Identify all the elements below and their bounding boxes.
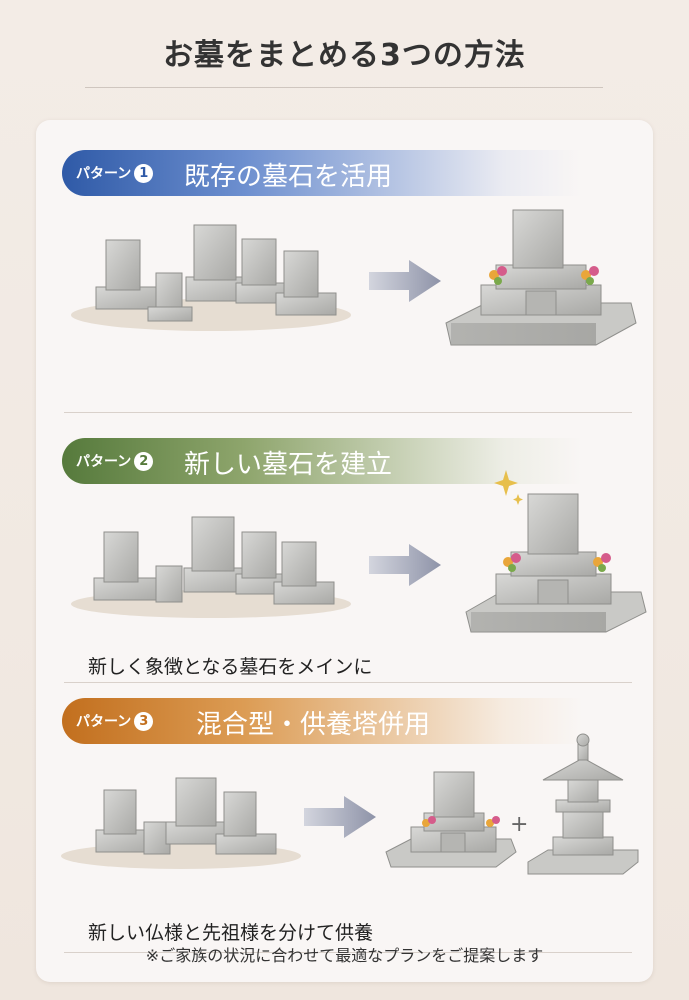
pattern-2-title: 新しい墓石を建立 <box>184 450 393 480</box>
plus-sign: + <box>510 812 529 837</box>
new-gravestone-illustration <box>385 771 517 868</box>
pattern-2-tag: パターン <box>76 454 132 470</box>
old-gravestones-illustration <box>61 777 301 869</box>
page-title: お墓をまとめる3つの方法 <box>163 38 526 73</box>
old-gravestones-illustration <box>71 224 351 331</box>
arrow-right-icon <box>369 544 441 586</box>
pattern-1-tag: パターン <box>76 166 132 182</box>
old-gravestones-illustration <box>71 516 351 618</box>
pattern-3-banner: パターン 3 混合型・供養塔併用 <box>62 698 582 744</box>
pattern-3-number: 3 <box>134 711 154 731</box>
pattern-3-title: 混合型・供養塔併用 <box>196 710 431 740</box>
section-divider <box>64 412 632 413</box>
pattern-2-number: 2 <box>134 451 154 471</box>
pattern-1-number: 1 <box>134 163 154 183</box>
section-divider <box>64 682 632 683</box>
arrow-right-icon <box>369 260 441 302</box>
stone-pagoda-illustration <box>527 733 639 875</box>
content-card: パターン 1 既存の墓石を活用 <box>36 120 653 982</box>
title-divider <box>85 87 603 88</box>
pattern-1-banner: パターン 1 既存の墓石を活用 <box>62 150 582 196</box>
new-gravestone-illustration <box>445 209 637 346</box>
pattern-2-banner: パターン 2 新しい墓石を建立 <box>62 438 582 484</box>
footer-note: ※ご家族の状況に合わせて最適なプランをご提案します <box>145 946 544 965</box>
pattern-3-tag: パターン <box>76 714 132 730</box>
section-divider <box>64 952 632 953</box>
new-gravestone-illustration <box>465 493 647 633</box>
arrow-right-icon <box>304 796 376 838</box>
pattern-3-description: 新しい仏様と先祖様を分けて供養 <box>88 922 374 944</box>
pattern-1-title: 既存の墓石を活用 <box>184 162 393 192</box>
pattern-2-description: 新しく象徴となる墓石をメインに <box>88 656 373 678</box>
sparkle-icon <box>494 470 523 505</box>
